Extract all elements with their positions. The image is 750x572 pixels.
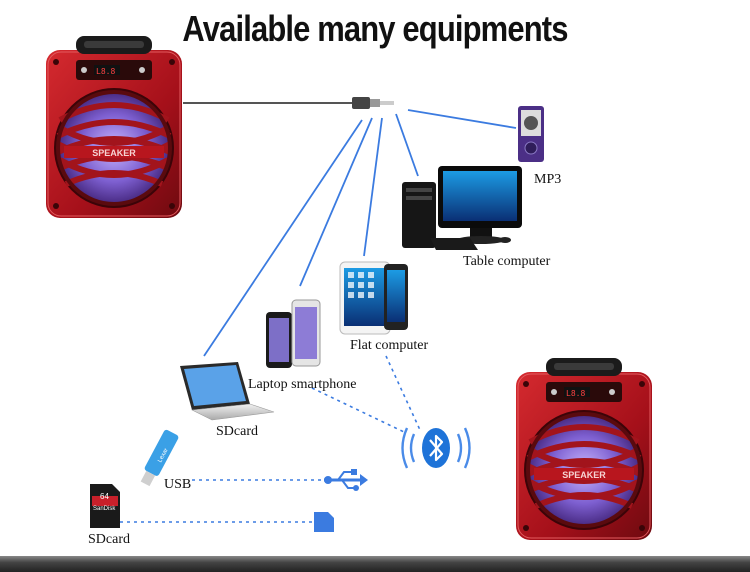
sd-card-brand: SanDisk <box>93 506 116 512</box>
audio-jack-icon <box>352 97 394 109</box>
label-mp3: MP3 <box>534 172 562 187</box>
mp3-player-icon <box>518 106 544 162</box>
connection-lines <box>203 109 517 357</box>
sd-symbol-icon <box>314 512 334 532</box>
usb-stick-icon: Lexar <box>140 429 179 487</box>
label-sdcard-upper: SDcard <box>216 424 258 439</box>
dotted-links <box>120 355 421 523</box>
sd-card-icon <box>90 484 120 528</box>
bottom-bar <box>0 556 750 572</box>
desktop-computer-icon <box>402 166 522 250</box>
speaker-icon <box>516 358 652 540</box>
label-table-computer: Table computer <box>463 254 551 269</box>
bluetooth-icon <box>401 427 471 469</box>
sd-card-capacity: 64 <box>100 492 109 501</box>
usb-symbol-icon <box>324 469 368 491</box>
tablet-icon <box>339 261 408 335</box>
smartphone-icon <box>266 299 321 368</box>
label-sdcard-lower: SDcard <box>88 532 130 547</box>
label-usb: USB <box>164 477 192 492</box>
speaker-icon <box>46 36 182 218</box>
laptop-icon <box>180 362 275 421</box>
page-title: Available many equipments <box>182 8 568 49</box>
label-flat-computer: Flat computer <box>350 338 429 353</box>
label-laptop-smartphone: Laptop smartphone <box>248 377 357 392</box>
